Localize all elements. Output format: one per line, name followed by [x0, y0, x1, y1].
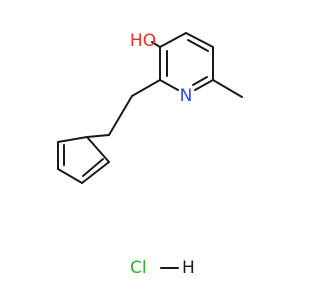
bond-ph3-ph4: [57, 168, 83, 184]
bond-ph2-ph3-inner: [82, 158, 104, 177]
bond-c2-ch2: [131, 79, 161, 97]
bond-c6-n-inner: [192, 76, 208, 86]
bond-ch2-phenyl: [86, 134, 110, 138]
hydroxyl-label: HO: [130, 31, 156, 51]
bond-c6-methyl: [212, 79, 243, 98]
bond-c4-c5: [185, 32, 214, 48]
bond-ph5-ph1: [57, 136, 88, 143]
bond-ph2-ph3: [81, 161, 110, 184]
hydrogen-label: H: [182, 258, 195, 278]
molecule-drawing: HO N Cl H: [57, 31, 243, 278]
nitrogen-label: N: [180, 86, 193, 106]
bond-ch2-ch2: [108, 95, 133, 136]
chlorine-label: Cl: [130, 258, 147, 278]
bond-c4-c5-inner: [187, 39, 209, 52]
bond-c3-c4: [159, 32, 187, 48]
bond-ph1-ph2: [86, 136, 110, 163]
structure-canvas: HO N Cl H: [57, 31, 243, 278]
bond-c3-oh: [151, 41, 161, 48]
bond-c6-n: [194, 79, 214, 91]
bond-n-c2: [159, 79, 179, 91]
